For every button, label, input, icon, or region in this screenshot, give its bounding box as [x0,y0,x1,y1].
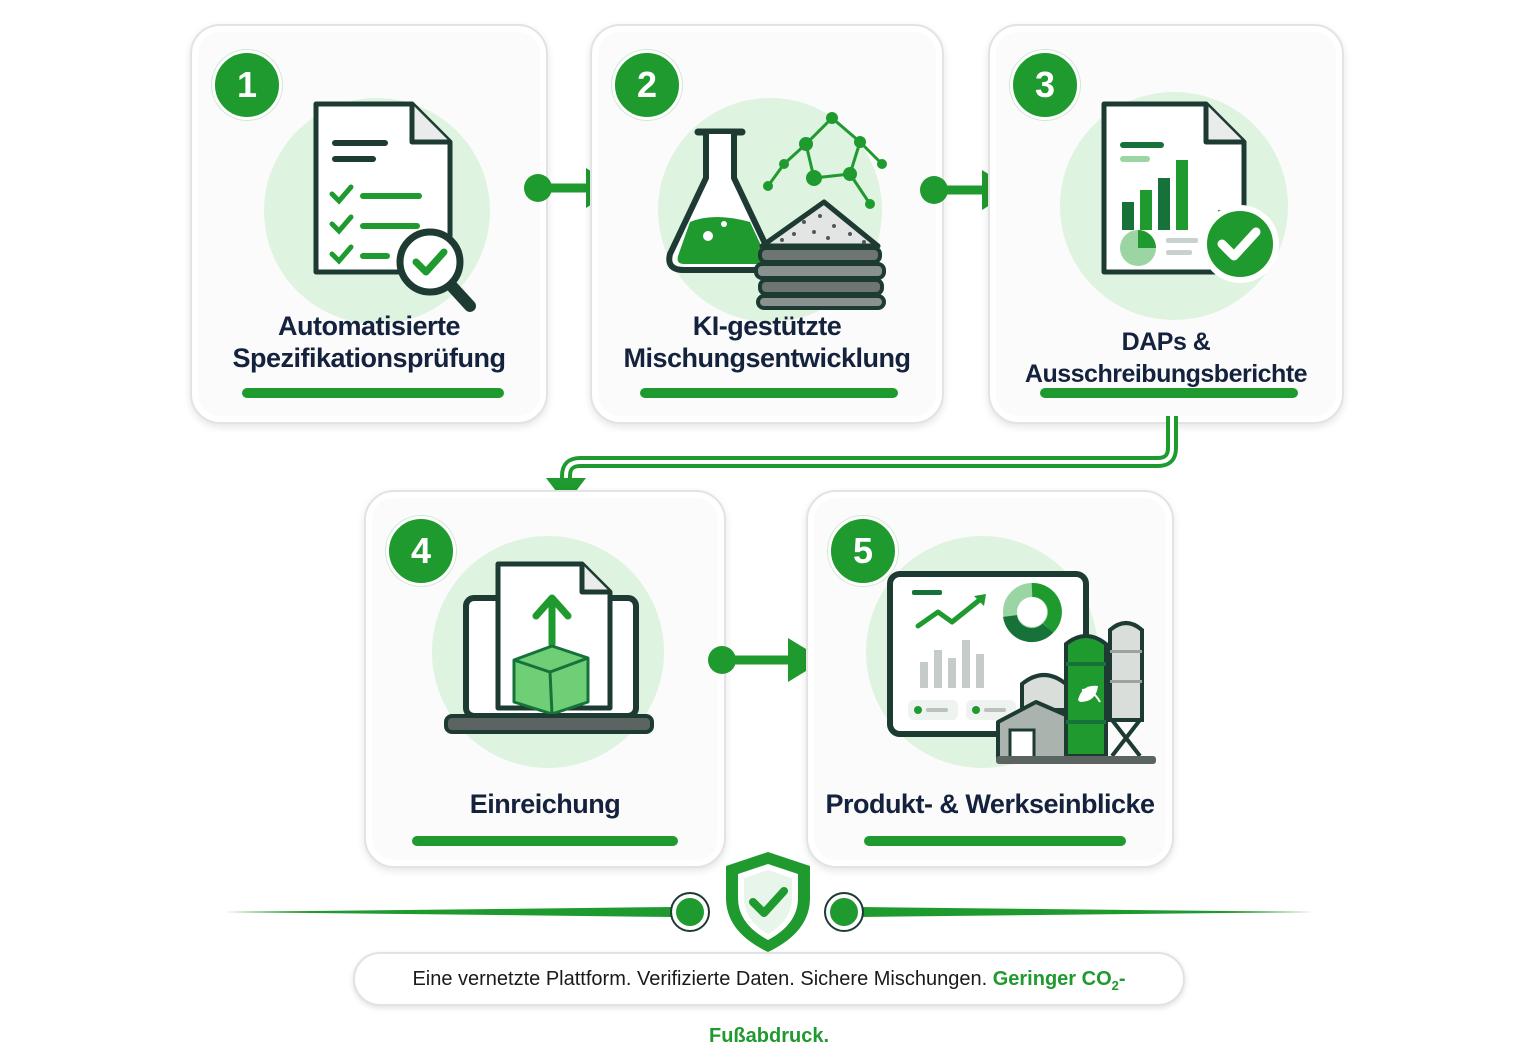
step-card-2: 2 KI-gestützte Mischungsentw [590,24,944,424]
step-title-line: Spezifikationsprüfung [232,343,507,373]
footer-tagline: Eine vernetzte Plattform. Verifizierte D… [412,968,988,990]
report-chart-check-icon [1101,101,1279,283]
step-title-line: Automatisierte [277,311,461,341]
step-number-badge: 4 [386,516,456,586]
step-card-3: 3 DAPs & Ausschreibungsberichte [988,24,1344,424]
step-card-1: 1 Automatisierte Spezifikationsprüfung [190,24,548,424]
step-card-4: 4 Einreichung [364,490,726,868]
footer-tagline-pill: Eine vernetzte Plattform. Verifizierte D… [353,952,1185,1047]
step-number-badge: 2 [612,50,682,120]
step-underline [1040,388,1298,398]
shield-check-icon [726,852,810,952]
laptop-upload-box-icon [444,561,654,734]
step-title-line: KI-gestützte [692,311,842,341]
step-underline [412,836,678,846]
step-title-line: DAPs & Ausschreibungsberichte [1024,328,1308,388]
footer-highlight-subscript: 2 [1111,978,1119,993]
step-underline [864,836,1126,846]
step-underline [640,388,898,398]
step-number-badge: 1 [212,50,282,120]
dashboard-silo-icon [887,571,1156,764]
checklist-document-icon [313,101,476,312]
footer-highlight-text: Geringer CO [992,968,1112,990]
bottom-divider [224,892,1314,932]
step-card-5: 5 Produkt- & Werkseinblicke [806,490,1174,868]
step-title-line: Produkt- & Werkseinblicke [825,789,1155,819]
flask-molecule-icon [666,112,887,310]
step-title: Automatisierte Spezifikationsprüfung [192,310,546,374]
step-title-line: Mischungsentwicklung [623,343,911,373]
step-number-badge: 5 [828,516,898,586]
step-title: Einreichung [366,788,724,820]
step-title: KI-gestützte Mischungsentwicklung [592,310,942,374]
step-underline [242,388,504,398]
step-number-badge: 3 [1010,50,1080,120]
step-title: DAPs & Ausschreibungsberichte [990,326,1342,390]
step-title: Produkt- & Werkseinblicke [808,788,1172,820]
step-title-line: Einreichung [469,789,621,819]
